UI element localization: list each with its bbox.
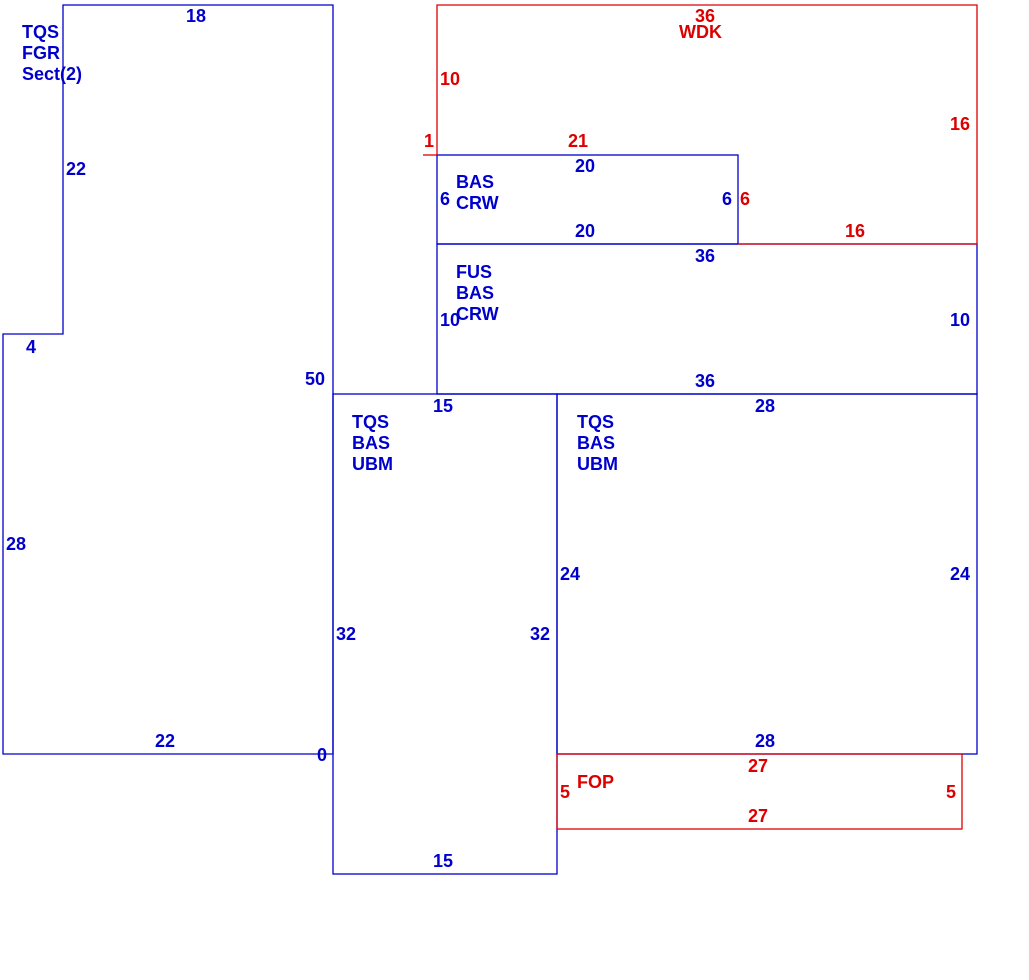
area-label-ubm-left: UBM xyxy=(352,454,393,474)
dim-ubm-right-left: 24 xyxy=(560,564,580,584)
dim-crw-top: 20 xyxy=(575,156,595,176)
area-label-fus: BAS xyxy=(456,283,494,303)
dim-crw-right: 6 xyxy=(722,189,732,209)
area-label-tqs-fgr: FGR xyxy=(22,43,60,63)
dim-ubm-right-top: 28 xyxy=(755,396,775,416)
dim-fus-bottom: 36 xyxy=(695,371,715,391)
dim-crw-left: 6 xyxy=(440,189,450,209)
dim-fgr-zero: 0 xyxy=(317,745,327,765)
dim-wdk-right: 16 xyxy=(950,114,970,134)
area-label-ubm-right: BAS xyxy=(577,433,615,453)
dim-fop-left: 5 xyxy=(560,782,570,802)
area-label-fop: FOP xyxy=(577,772,614,792)
dim-fgr-right: 50 xyxy=(305,369,325,389)
area-label-bas-crw: BAS xyxy=(456,172,494,192)
dim-fus-right: 10 xyxy=(950,310,970,330)
area-label-fus: CRW xyxy=(456,304,499,324)
dim-ubm-left-bottom: 15 xyxy=(433,851,453,871)
dim-fus-left: 10 xyxy=(440,310,460,330)
area-label-ubm-left: BAS xyxy=(352,433,390,453)
dim-fop-right: 5 xyxy=(946,782,956,802)
dim-ubm-left-right: 32 xyxy=(530,624,550,644)
dim-wdk-inner-right: 6 xyxy=(740,189,750,209)
dim-crw-bottom: 20 xyxy=(575,221,595,241)
area-label-ubm-left: TQS xyxy=(352,412,389,432)
dim-ubm-left-top: 15 xyxy=(433,396,453,416)
dim-fgr-step: 4 xyxy=(26,337,36,357)
fop-outline xyxy=(556,753,963,830)
area-label-bas-crw: CRW xyxy=(456,193,499,213)
area-label-wdk: WDK xyxy=(679,22,722,42)
dim-ubm-right-right: 24 xyxy=(950,564,970,584)
dim-fgr-left-upper: 22 xyxy=(66,159,86,179)
dim-fus-top: 36 xyxy=(695,246,715,266)
dim-wdk-bottom: 16 xyxy=(845,221,865,241)
area-label-tqs-fgr: TQS xyxy=(22,22,59,42)
dim-wdk-top: 36 xyxy=(695,6,715,26)
area-label-ubm-right: TQS xyxy=(577,412,614,432)
dim-wdk-offset: 1 xyxy=(424,131,434,151)
dim-fgr-bottom: 22 xyxy=(155,731,175,751)
dim-fgr-left-lower: 28 xyxy=(6,534,26,554)
area-label-fus: FUS xyxy=(456,262,492,282)
dim-ubm-left-left: 32 xyxy=(336,624,356,644)
fgr-outline xyxy=(2,4,334,755)
dim-fop-bottom: 27 xyxy=(748,806,768,826)
wdk-outline xyxy=(436,4,978,245)
dim-wdk-left: 10 xyxy=(440,69,460,89)
dim-fgr-top: 18 xyxy=(186,6,206,26)
dim-fop-top: 27 xyxy=(748,756,768,776)
area-label-ubm-right: UBM xyxy=(577,454,618,474)
dim-ubm-right-bottom: 28 xyxy=(755,731,775,751)
area-label-tqs-fgr: Sect(2) xyxy=(22,64,82,84)
ubm-right-outline xyxy=(556,393,978,755)
dim-wdk-top-seg: 21 xyxy=(568,131,588,151)
